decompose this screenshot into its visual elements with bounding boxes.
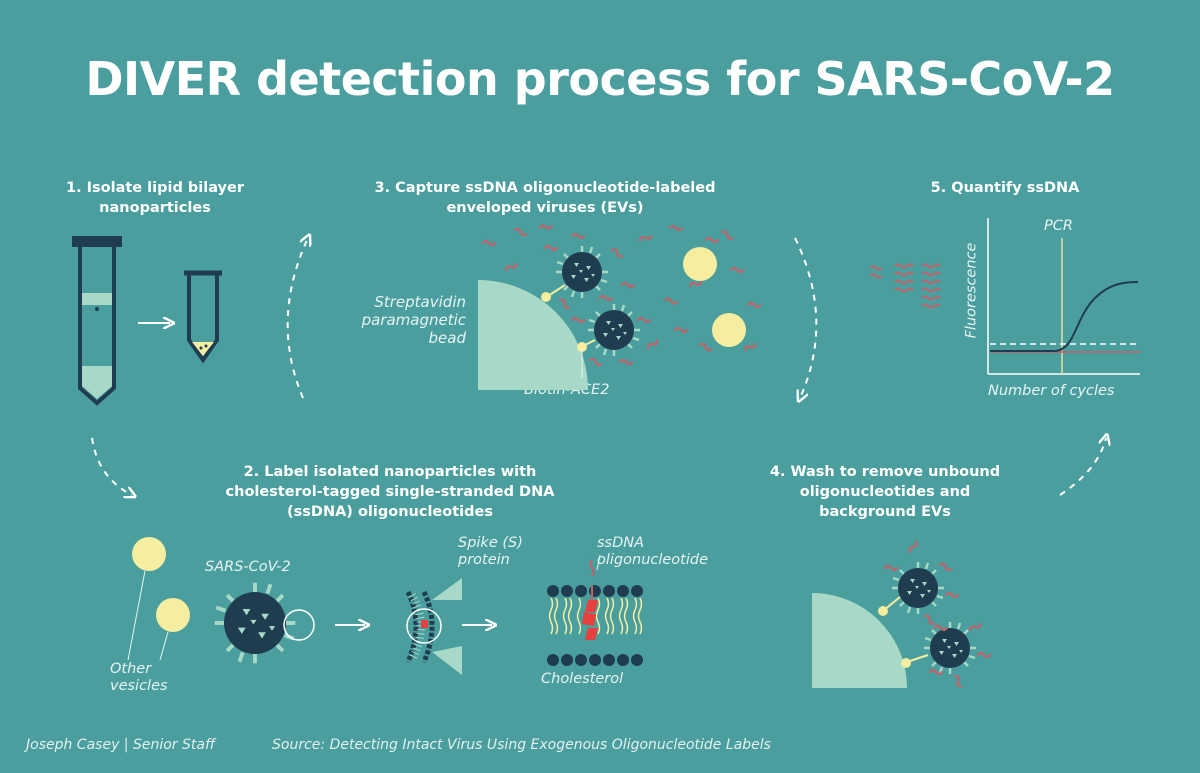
spike-zoom-icon: [405, 578, 462, 675]
virus-icon: [890, 560, 946, 616]
credit: Joseph Casey | Senior Staff: [26, 737, 216, 753]
small-tube-icon: [184, 270, 222, 364]
page-title: DIVER detection process for SARS-CoV-2: [85, 52, 1115, 106]
virus-icon: [922, 620, 978, 676]
vesicle-icon: [683, 247, 717, 281]
step-3-label: 3. Capture ssDNA oligonucleotide-labeled…: [374, 180, 716, 216]
biotin-ace2-link: [878, 596, 929, 668]
other-vesicles-label: Other vesicles: [110, 661, 168, 694]
zoom-circle: [283, 609, 315, 641]
lipid-bilayer-icon: [547, 554, 643, 666]
virus-icon: [554, 244, 610, 300]
ssdna-label: ssDNA oligonucleotide: [597, 535, 709, 568]
step-2-label: 2. Label isolated nanoparticles with cho…: [225, 464, 555, 520]
source: Source: Detecting Intact Virus Using Exo…: [272, 737, 771, 753]
biotin-ace2-link: [541, 284, 596, 378]
virus-icon: [586, 302, 642, 358]
virus-icon: [212, 580, 298, 666]
cycles-label: Number of cycles: [988, 383, 1115, 399]
vesicle-icon: [127, 537, 190, 661]
step-4-label: 4. Wash to remove unbound oligonucleotid…: [769, 464, 1001, 520]
flow-arrows: [91, 238, 1106, 495]
step-1-label: 1. Isolate lipid bilayer nanoparticles: [65, 180, 244, 216]
vesicle-icon: [712, 313, 746, 347]
cholesterol-label: Cholesterol: [541, 671, 624, 687]
bead-icon: [478, 280, 588, 390]
centrifuge-tube-icon: [72, 236, 122, 406]
ssdna-strands: [869, 263, 941, 309]
spike-label: Spike (S) protein: [458, 535, 523, 568]
pcr-curve-icon: [987, 218, 1140, 375]
pcr-label: PCR: [1044, 218, 1073, 234]
step-5-label: 5. Quantify ssDNA: [930, 180, 1080, 196]
sars-label: SARS-CoV-2: [205, 559, 291, 575]
bead-label: Streptavidin paramagnetic bead: [361, 293, 466, 347]
bead-icon: [812, 593, 907, 688]
